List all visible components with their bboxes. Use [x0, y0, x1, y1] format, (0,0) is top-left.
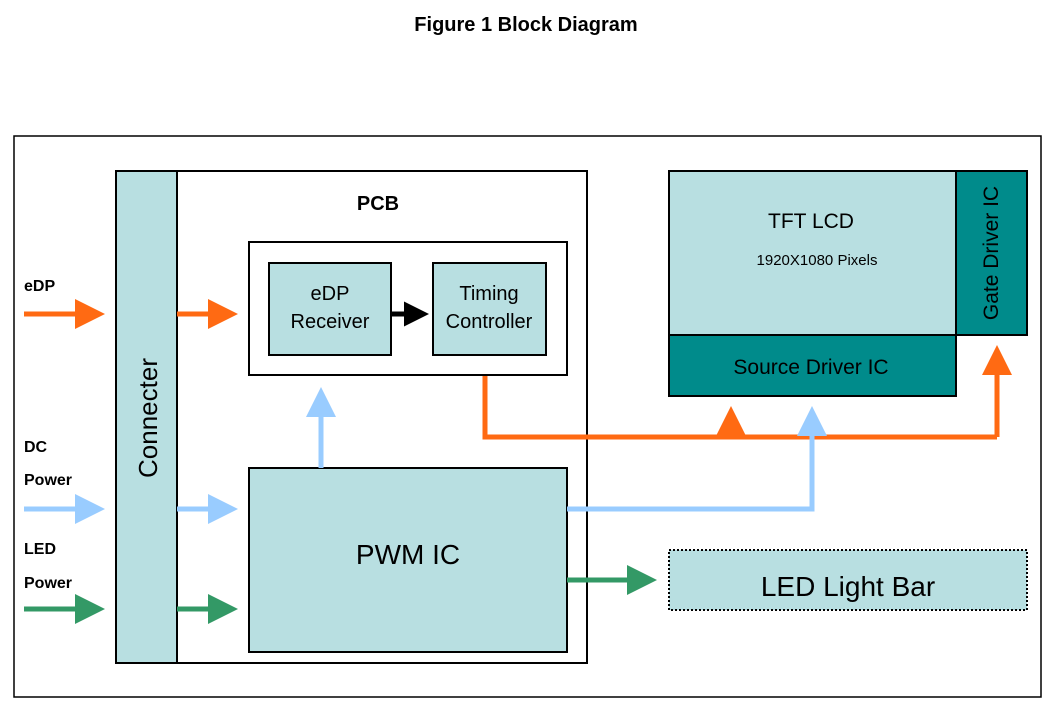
edp-input-label: eDP	[24, 278, 55, 295]
pcb-label: PCB	[357, 193, 399, 215]
timing-controller-block	[432, 262, 547, 356]
led-light-bar-block	[668, 549, 1028, 611]
pwm-to-source-driver-line	[567, 430, 815, 512]
tft-lcd-label: TFT LCD	[768, 210, 854, 233]
led-light-bar-label: LED Light Bar	[761, 571, 935, 602]
edp-receiver-label-1: eDP	[311, 283, 350, 305]
timing-controller-label-2: Controller	[446, 311, 533, 333]
led-power-label: Power	[24, 575, 72, 592]
gate-driver-block	[955, 170, 1028, 336]
timing-output-line	[482, 376, 997, 440]
connecter-block	[115, 170, 178, 664]
pwm-ic-block	[248, 467, 568, 653]
source-driver-label: Source Driver IC	[733, 356, 888, 379]
edp-receiver-label-2: Receiver	[291, 311, 370, 333]
gate-driver-label: Gate Driver IC	[980, 186, 1003, 320]
dc-power-label: Power	[24, 472, 72, 489]
dc-label: DC	[24, 439, 48, 456]
outer-frame	[13, 135, 1042, 698]
timing-controller-label-1: Timing	[459, 283, 518, 305]
figure-title: Figure 1 Block Diagram	[414, 14, 637, 36]
source-driver-block	[668, 334, 957, 397]
tft-lcd-block	[668, 170, 957, 336]
connecter-label: Connecter	[133, 358, 163, 478]
edp-receiver-block	[268, 262, 392, 356]
led-label: LED	[24, 541, 56, 558]
pixel-resolution-label: 1920X1080 Pixels	[757, 252, 878, 269]
pwm-ic-label: PWM IC	[356, 539, 460, 570]
